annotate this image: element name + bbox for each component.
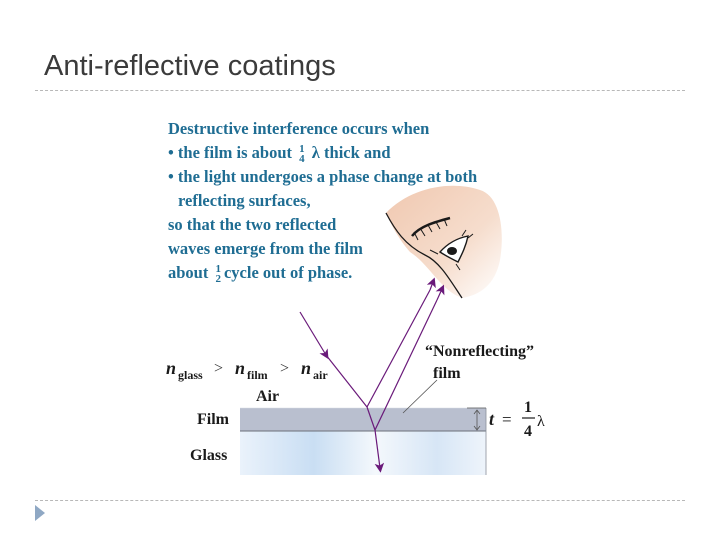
glass-layer: [240, 431, 486, 475]
face-illustration: [385, 185, 502, 299]
svg-text:λ: λ: [537, 413, 545, 430]
caption-line-1: Destructive interference occurs when: [168, 119, 430, 138]
index-relation: n glass > n film > n air: [166, 358, 328, 382]
svg-text:>: >: [214, 360, 223, 377]
caption-line-3: • the light undergoes a phase change at …: [168, 167, 478, 186]
svg-text:t: t: [489, 409, 495, 429]
svg-text:n: n: [166, 358, 176, 378]
film-label: Film: [197, 411, 230, 428]
svg-text:4: 4: [524, 423, 532, 440]
glass-label: Glass: [190, 447, 227, 464]
light-rays: [299, 277, 445, 473]
svg-text:=: =: [502, 410, 512, 429]
svg-text:>: >: [280, 360, 289, 377]
caption-line-5: so that the two reflected: [168, 215, 337, 234]
title-divider: [35, 90, 685, 91]
thickness-marker: [467, 407, 486, 431]
caption-line-4: reflecting surfaces,: [178, 191, 311, 210]
footer-divider: [35, 500, 685, 501]
slide-title: Anti-reflective coatings: [44, 50, 336, 82]
triangle-bullet-icon: [35, 505, 45, 521]
film-leader-line: [402, 379, 438, 414]
nonreflecting-label-line2: film: [433, 365, 461, 382]
svg-text:air: air: [313, 368, 328, 382]
interference-caption: Destructive interference occurs when • t…: [168, 117, 477, 285]
film-layer: [240, 408, 486, 431]
thickness-formula: t = 1 4 λ: [489, 399, 545, 440]
svg-text:film: film: [247, 368, 268, 382]
svg-text:n: n: [235, 358, 245, 378]
svg-text:glass: glass: [178, 368, 203, 382]
caption-line-6: waves emerge from the film: [168, 239, 363, 258]
svg-text:n: n: [301, 358, 311, 378]
air-label: Air: [256, 388, 279, 405]
svg-text:1: 1: [524, 399, 532, 416]
nonreflecting-label-line1: “Nonreflecting”: [425, 343, 534, 360]
